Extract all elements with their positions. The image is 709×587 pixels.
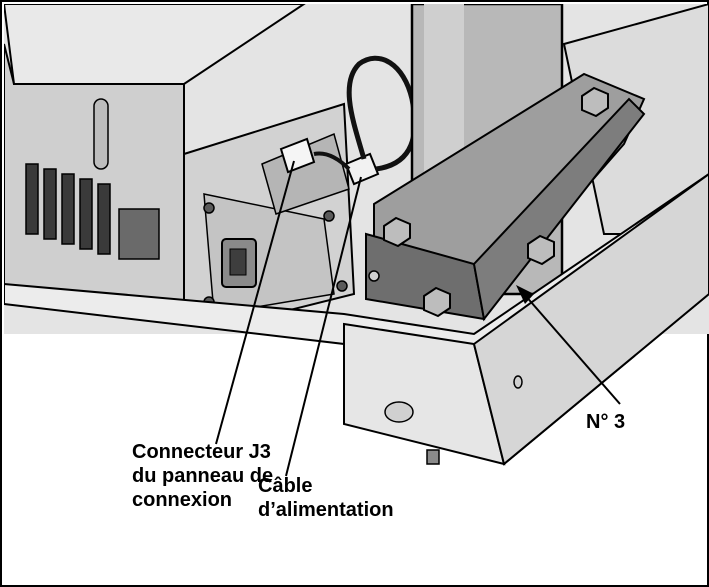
bracket-no3-side — [472, 97, 646, 322]
rocker-switch-face — [229, 248, 247, 276]
callout-part-no3-label: N° 3 — [586, 411, 626, 433]
leader-part-no3-arrowhead — [516, 285, 534, 304]
callout-power-cable: Câble d’alimentation — [258, 474, 394, 522]
bracket-hole — [368, 270, 380, 282]
hardware-illustration — [4, 4, 709, 477]
hex-bolts — [383, 86, 609, 318]
leader-connector — [215, 160, 295, 445]
base-side-panel — [472, 172, 709, 466]
leader-power-cable — [285, 176, 362, 477]
speaker-grille — [118, 208, 160, 260]
base-latch — [426, 449, 440, 465]
leader-part-no3 — [523, 293, 621, 405]
callout-j3-connector: Connecteur J3 du panneau de connexion — [132, 440, 273, 512]
cabinet-slot — [93, 98, 109, 170]
callout-j3-line1: Connecteur J3 — [132, 441, 271, 463]
base-front-hole — [384, 401, 414, 423]
callout-j3-line2: du panneau de — [132, 465, 274, 487]
callout-power-cable-line1: Câble — [258, 475, 313, 497]
panel-screws — [203, 202, 348, 308]
base-side-hole — [513, 375, 523, 389]
callout-power-cable-line2: d’alimentation — [258, 499, 394, 521]
left-cabinet-top — [4, 4, 306, 85]
callout-j3-line3: connexion — [132, 489, 233, 511]
callout-part-no3: N° 3 — [586, 410, 625, 434]
power-cable — [346, 55, 418, 172]
j3-connector — [279, 137, 316, 174]
power-cable-lead — [313, 151, 351, 171]
vent-slots — [25, 163, 111, 255]
